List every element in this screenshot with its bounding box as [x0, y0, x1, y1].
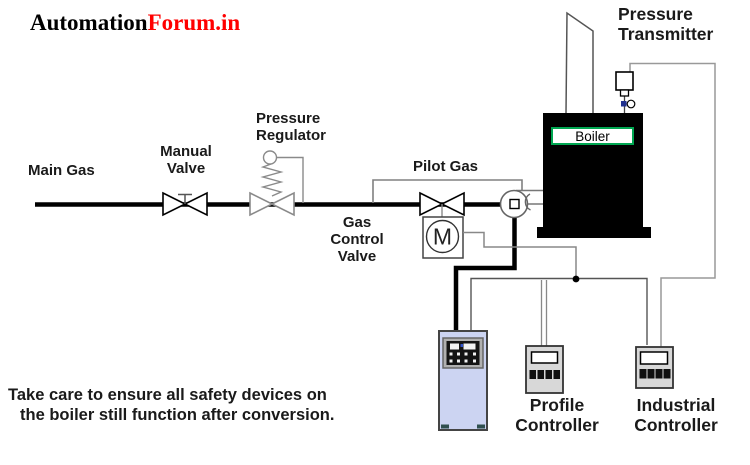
site-logo: AutomationForum.in	[30, 10, 240, 36]
boiler-label: Boiler	[575, 128, 610, 144]
pressure-regulator-symbol	[249, 150, 304, 217]
pressure-transmitter-device	[615, 71, 636, 113]
caution-text-line1: Take care to ensure all safety devices o…	[8, 386, 327, 404]
manual-valve-label: Manual Valve	[160, 143, 212, 178]
gas-control-valve-symbol	[419, 191, 465, 217]
gas-control-valve-label: Gas Control Valve	[330, 214, 384, 266]
profile-controller-label: Profile Controller	[515, 395, 599, 435]
motor-actuator: M	[422, 216, 464, 259]
logo-red-part: Forum.in	[147, 10, 241, 35]
pilot-gas-line	[372, 179, 523, 203]
pilot-gas-label: Pilot Gas	[413, 158, 479, 175]
pressure-regulator-label: Pressure Regulator	[256, 110, 327, 145]
manual-valve-symbol	[162, 191, 208, 217]
industrial-controller-device	[635, 346, 674, 389]
transmitter-valve-icon	[621, 101, 627, 107]
profile-controller-device	[525, 345, 564, 394]
burner-feed-line	[453, 208, 517, 333]
burner-control-panel	[438, 330, 488, 431]
main-gas-label: Main Gas	[28, 162, 95, 179]
logo-black-part: Automation	[30, 10, 148, 35]
caution-text-line2: the boiler still function after conversi…	[20, 406, 335, 424]
chimney	[565, 11, 594, 114]
signal-wiring	[463, 62, 716, 347]
industrial-controller-label: Industrial Controller	[634, 395, 718, 435]
boiler-nameplate: Boiler	[551, 127, 634, 145]
wire-junction-dot	[572, 275, 580, 283]
pressure-transmitter-label: Pressure Transmitter	[618, 4, 714, 44]
burner-blower-symbol	[499, 189, 543, 219]
panel-faceplate	[442, 337, 484, 369]
motor-label: M	[433, 224, 452, 250]
